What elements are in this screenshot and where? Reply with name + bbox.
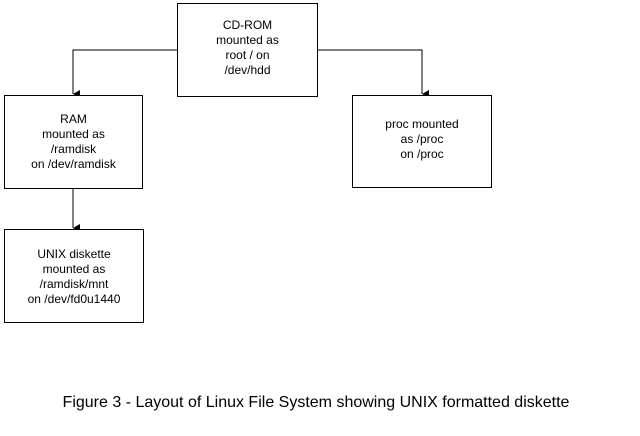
node-cdrom: CD-ROM mounted as root / on /dev/hdd (177, 3, 318, 97)
node-cdrom-label: CD-ROM mounted as root / on /dev/hdd (216, 18, 279, 77)
edge-cdrom-to-proc (318, 49, 429, 98)
edge-cdrom-to-ram (72, 49, 177, 98)
node-ram-label: RAM mounted as /ramdisk on /dev/ramdisk (31, 112, 116, 171)
figure-caption: Figure 3 - Layout of Linux File System s… (0, 394, 640, 412)
node-proc: proc mounted as /proc on /proc (352, 95, 492, 188)
node-diskette: UNIX diskette mounted as /ramdisk/mnt on… (4, 229, 144, 323)
figure-caption-text: Figure 3 - Layout of Linux File System s… (62, 394, 570, 411)
node-ram: RAM mounted as /ramdisk on /dev/ramdisk (4, 95, 143, 189)
node-proc-label: proc mounted as /proc on /proc (385, 117, 459, 161)
node-diskette-label: UNIX diskette mounted as /ramdisk/mnt on… (27, 247, 121, 306)
